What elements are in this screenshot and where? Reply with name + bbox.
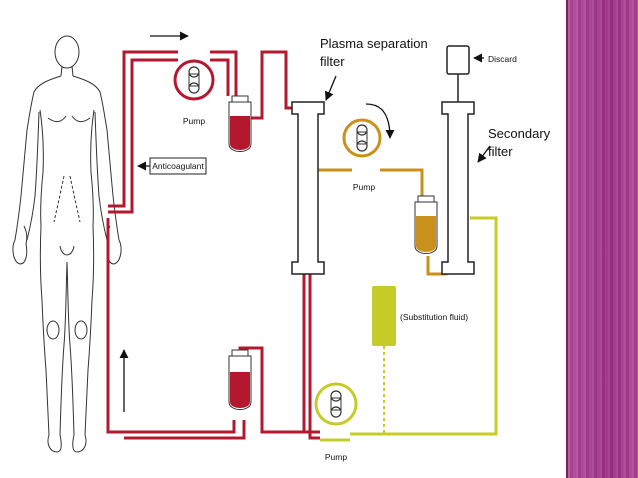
- blood-lines: [106, 50, 320, 440]
- plasma-filter-label-line2: filter: [320, 54, 345, 69]
- fluid-lines: [320, 216, 498, 442]
- plasma-filter-label-line1: Plasma separation: [320, 36, 428, 51]
- drip-chamber-plasma: [414, 195, 438, 254]
- arrow-icon: [119, 31, 491, 412]
- discard-label: Discard: [488, 54, 517, 64]
- pump-middle-label: Pump: [353, 182, 375, 192]
- human-figure: [12, 35, 122, 453]
- pump-bottom: [314, 382, 358, 426]
- substitution-fluid-bag: [372, 286, 396, 346]
- pump-top: [173, 59, 215, 101]
- drip-chamber-return: [228, 349, 252, 410]
- secondary-filter-label-line1: Secondary: [488, 126, 551, 141]
- substitution-fluid-label: (Substitution fluid): [400, 312, 468, 322]
- pump-middle: [342, 118, 382, 158]
- plasmapheresis-diagram: Pump Pump Pump Anticoagulant Discard (Su…: [12, 31, 551, 462]
- pump-bottom-label: Pump: [325, 452, 347, 462]
- plasma-separation-filter: [291, 101, 325, 275]
- discard-bag: [446, 45, 470, 102]
- drip-chamber-top: [228, 95, 252, 152]
- secondary-filter: [441, 101, 475, 275]
- anticoagulant-label: Anticoagulant: [152, 161, 204, 171]
- anticoagulant-box: [149, 157, 207, 175]
- decorative-side-panel: [568, 0, 638, 478]
- side-panel-edge: [566, 0, 569, 478]
- pump-top-label: Pump: [183, 116, 205, 126]
- curved-arrow-icon: [365, 103, 395, 139]
- secondary-filter-label-line2: filter: [488, 144, 513, 159]
